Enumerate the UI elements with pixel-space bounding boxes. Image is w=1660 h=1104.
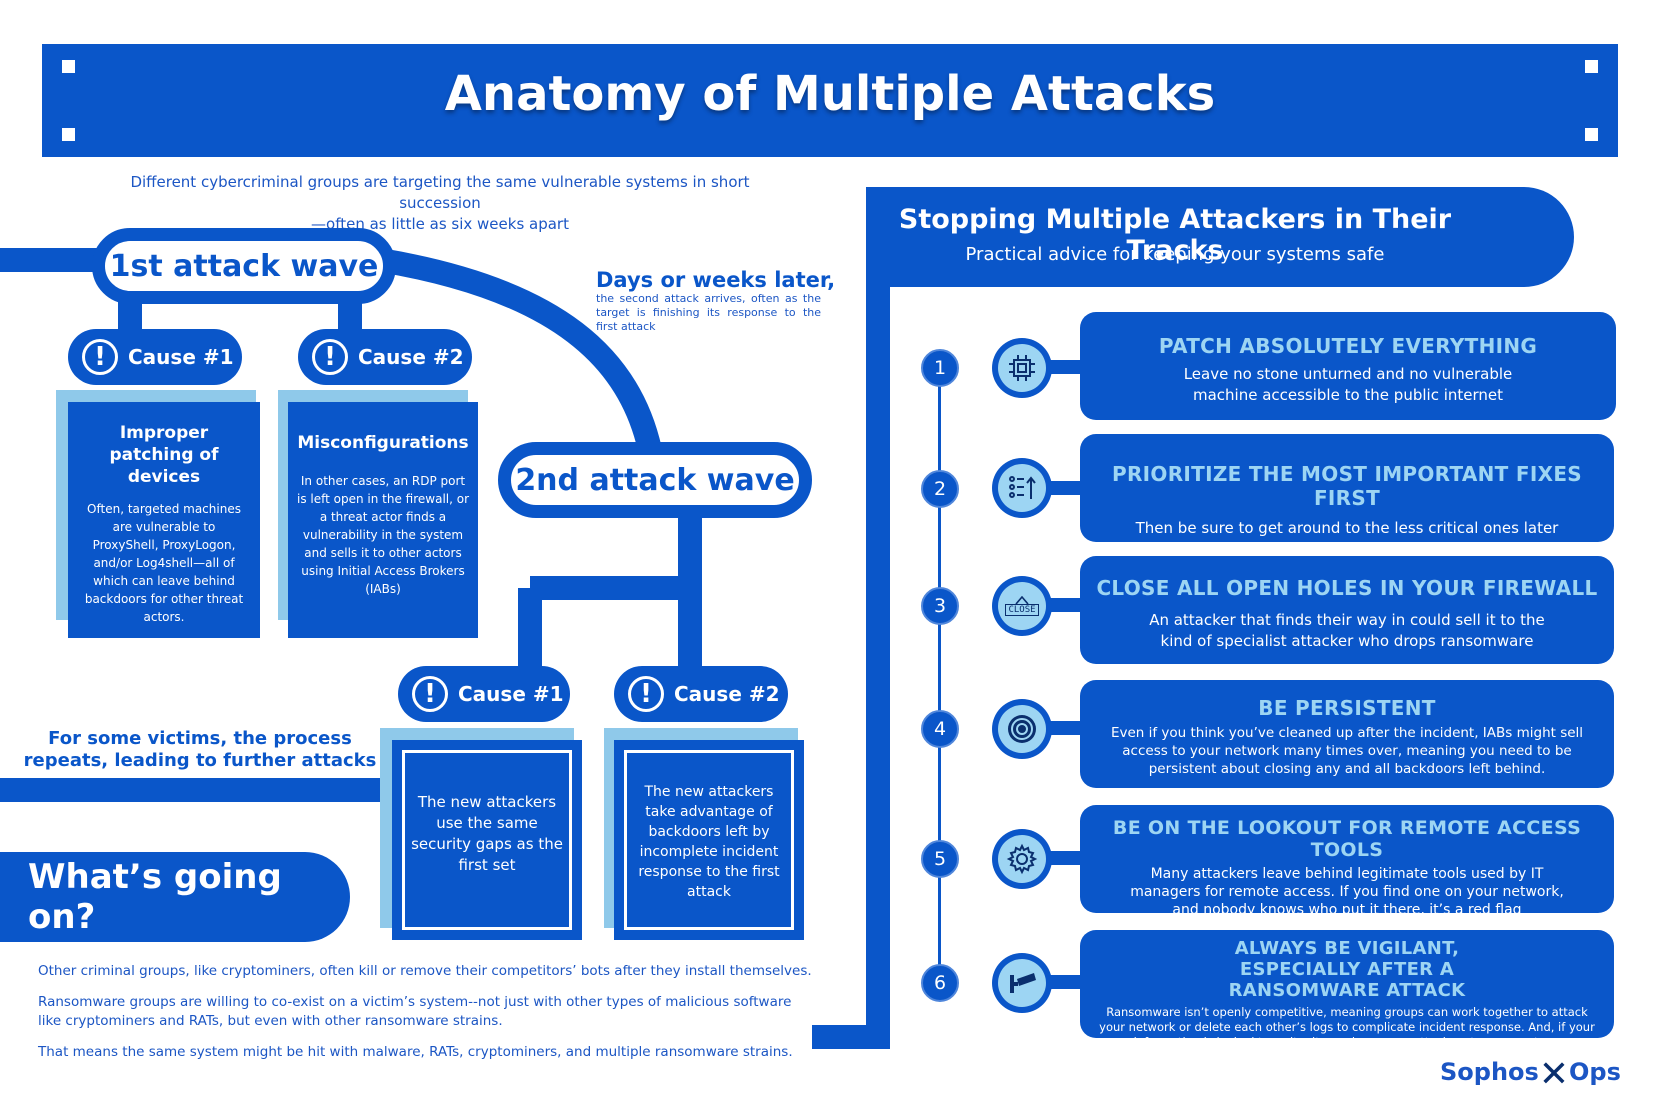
- step-5-number: 5: [921, 840, 959, 878]
- intro-line-2: —often as little as six weeks apart: [311, 215, 569, 233]
- whats-going-on-title: What’s going on?: [28, 857, 282, 937]
- wave2-cause2-badge: ! Cause #2: [614, 666, 788, 722]
- wave2-cause1-card: The new attackers use the same security …: [392, 740, 582, 940]
- logo-x-mark: ✕: [1538, 1054, 1569, 1095]
- wave2-cause2-label: Cause #2: [674, 682, 780, 706]
- gear-icon: [998, 835, 1046, 883]
- right-panel-subtitle: Practical advice for keeping your system…: [965, 244, 1385, 265]
- right-panel-foot: [812, 1025, 890, 1049]
- wave2-label: 2nd attack wave: [515, 462, 795, 498]
- paragraph-1: Other criminal groups, like cryptominers…: [38, 963, 812, 979]
- close-sign-icon: CLOSE: [998, 582, 1046, 630]
- right-panel-frame: [866, 187, 890, 1049]
- wave1-cause1-heading: Improper patching of devices: [109, 423, 219, 487]
- step-6-card: ALWAYS BE VIGILANT, ESPECIALLY AFTER A R…: [1080, 930, 1614, 1049]
- wave1-cause2-card: Misconfigurations In other cases, an RDP…: [288, 402, 478, 638]
- repeat-note: For some victims, the process repeats, l…: [23, 728, 377, 771]
- step-4-text: Even if you think you’ve cleaned up afte…: [1110, 725, 1584, 777]
- logo-left-text: Sophos: [1440, 1058, 1539, 1086]
- step-4-number: 4: [921, 710, 959, 748]
- paragraph-3: That means the same system might be hit …: [38, 1044, 793, 1060]
- priority-list-icon: [998, 464, 1046, 512]
- step-4-title: BE PERSISTENT: [1258, 696, 1436, 720]
- wave1-cause1-card: Improper patching of devices Often, targ…: [68, 402, 260, 638]
- wave1-cause1-text: Often, targeted machines are vulnerable …: [84, 502, 244, 624]
- step-1-icon-bubble: [992, 338, 1052, 398]
- step-1-text: Leave no stone unturned and no vulnerabl…: [1183, 365, 1513, 404]
- paragraph-2: Ransomware groups are willing to co-exis…: [38, 994, 792, 1029]
- step-1-number: 1: [921, 349, 959, 387]
- step-3-title: CLOSE ALL OPEN HOLES IN YOUR FIREWALL: [1096, 576, 1598, 600]
- step-6-text: Ransomware isn’t openly competitive, mea…: [1099, 1005, 1595, 1049]
- step-6-number: 6: [921, 964, 959, 1002]
- close-sign-text: CLOSE: [1005, 604, 1039, 616]
- step-5-title: BE ON THE LOOKOUT FOR REMOTE ACCESS TOOL…: [1112, 817, 1582, 861]
- step-2-number: 2: [921, 470, 959, 508]
- step-3-card: CLOSE ALL OPEN HOLES IN YOUR FIREWALL An…: [1080, 556, 1614, 664]
- step-6-icon-bubble: [992, 953, 1052, 1013]
- vault-dial-icon: [998, 705, 1046, 753]
- step-3-text: An attacker that finds their way in coul…: [1149, 611, 1545, 650]
- step-2-text: Then be sure to get around to the less c…: [1135, 519, 1559, 537]
- logo-right-text: Ops: [1568, 1058, 1621, 1086]
- days-later-title: Days or weeks later,: [596, 268, 836, 292]
- security-camera-icon: [998, 959, 1046, 1007]
- step-1-card: PATCH ABSOLUTELY EVERYTHING Leave no sto…: [1080, 312, 1616, 420]
- wave1-cause2-badge: ! Cause #2: [298, 329, 472, 385]
- sophos-xops-logo: Sophos✕Ops: [1440, 1054, 1621, 1095]
- wave1-cause2-heading: Misconfigurations: [297, 433, 469, 453]
- whats-going-on-banner: What’s going on?: [0, 852, 350, 942]
- wave1-cause2-label: Cause #2: [358, 345, 464, 369]
- step-4-card: BE PERSISTENT Even if you think you’ve c…: [1080, 680, 1614, 788]
- wave2-cause1-text: The new attackers use the same security …: [411, 793, 563, 874]
- step-5-card: BE ON THE LOOKOUT FOR REMOTE ACCESS TOOL…: [1080, 805, 1614, 918]
- wave1-label: 1st attack wave: [109, 248, 379, 284]
- wave2-cause2-card: The new attackers take advantage of back…: [614, 740, 804, 940]
- chip-icon: [998, 344, 1046, 392]
- exclamation-icon: !: [312, 339, 348, 375]
- step-6-title: ALWAYS BE VIGILANT, ESPECIALLY AFTER A R…: [1228, 938, 1466, 1001]
- right-panel-title: Stopping Multiple Attackers in Their Tra…: [898, 204, 1452, 266]
- days-later-text: the second attack arrives, often as the …: [596, 292, 821, 333]
- wave2-cause2-text: The new attackers take advantage of back…: [638, 784, 780, 900]
- exclamation-icon: !: [82, 339, 118, 375]
- title-banner: [42, 44, 1618, 157]
- wave1-pill: 1st attack wave: [92, 228, 396, 304]
- exclamation-icon: !: [628, 676, 664, 712]
- steps-timeline: [938, 367, 941, 987]
- intro-line-1: Different cybercriminal groups are targe…: [130, 173, 750, 212]
- step-2-icon-bubble: [992, 458, 1052, 518]
- step-3-icon-bubble: CLOSE: [992, 576, 1052, 636]
- page-title: Anatomy of Multiple Attacks: [444, 66, 1216, 122]
- step-2-card: PRIORITIZE THE MOST IMPORTANT FIXES FIRS…: [1080, 434, 1614, 542]
- wave2-pill: 2nd attack wave: [498, 442, 812, 518]
- wave2-cause1-badge: ! Cause #1: [398, 666, 570, 722]
- wave2-cause1-label: Cause #1: [458, 682, 564, 706]
- step-1-title: PATCH ABSOLUTELY EVERYTHING: [1158, 334, 1538, 358]
- exclamation-icon: !: [412, 676, 448, 712]
- step-5-text: Many attackers leave behind legitimate t…: [1130, 866, 1564, 918]
- step-5-icon-bubble: [992, 829, 1052, 889]
- intro-text: Different cybercriminal groups are targe…: [90, 172, 790, 235]
- step-4-icon-bubble: [992, 699, 1052, 759]
- wave1-cause1-badge: ! Cause #1: [68, 329, 242, 385]
- step-3-number: 3: [921, 587, 959, 625]
- wave1-cause1-label: Cause #1: [128, 345, 234, 369]
- right-panel-header: [866, 187, 1574, 287]
- wave1-cause2-text: In other cases, an RDP port is left open…: [296, 474, 470, 596]
- step-2-title: PRIORITIZE THE MOST IMPORTANT FIXES FIRS…: [1112, 462, 1582, 510]
